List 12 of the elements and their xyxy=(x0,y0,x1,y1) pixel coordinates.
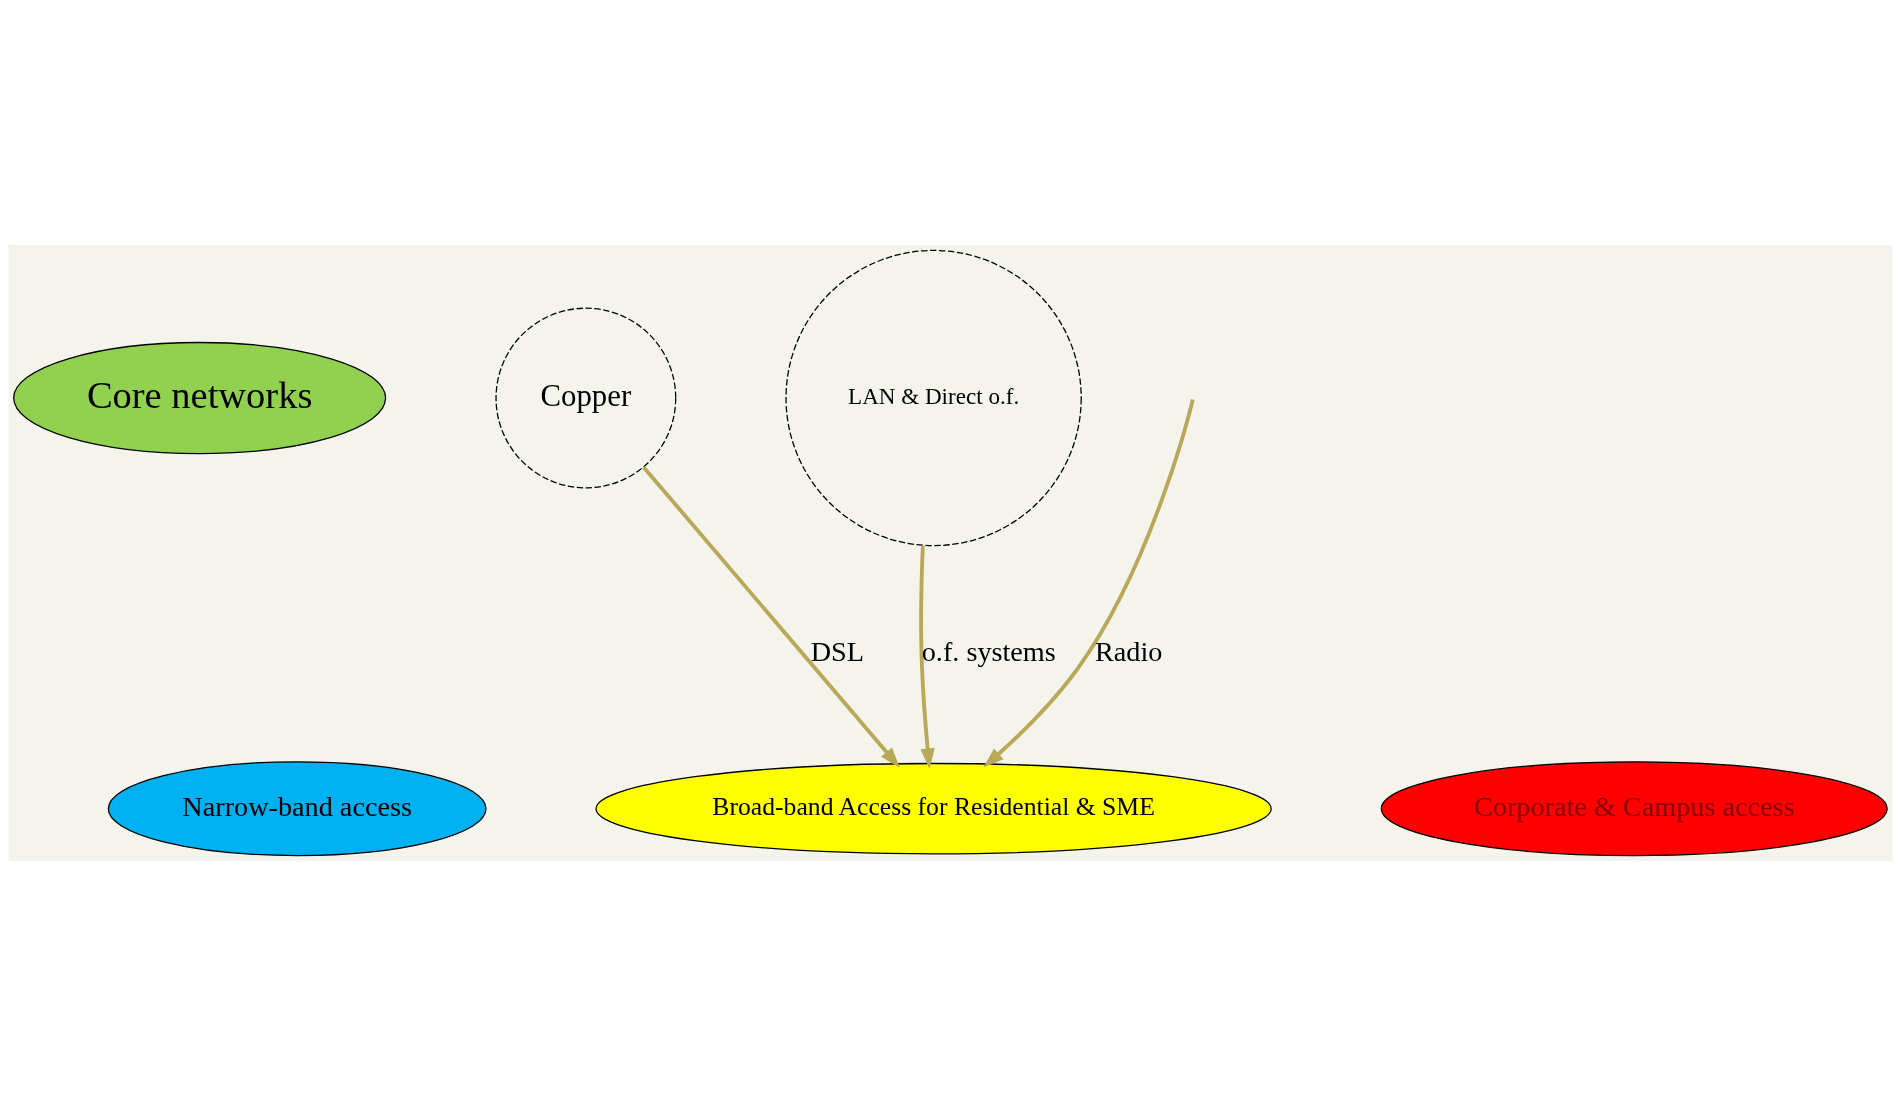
arrow xyxy=(983,398,1195,768)
arrow xyxy=(919,545,935,769)
edge-label: o.f. systems xyxy=(921,635,1056,667)
edge-label: Radio xyxy=(1094,635,1163,667)
edge-label: DSL xyxy=(810,635,865,667)
node-ellipse: Broad-band Access for Residential & SME xyxy=(595,762,1272,854)
node-circle: LAN & Direct o.f. xyxy=(785,249,1082,546)
node-ellipse: Corporate & Campus access xyxy=(1380,760,1888,856)
node-ellipse: Core networks xyxy=(13,341,387,454)
node-ellipse: Narrow-band access xyxy=(107,760,487,856)
node-circle: Copper xyxy=(495,307,677,488)
arrow xyxy=(642,465,900,768)
